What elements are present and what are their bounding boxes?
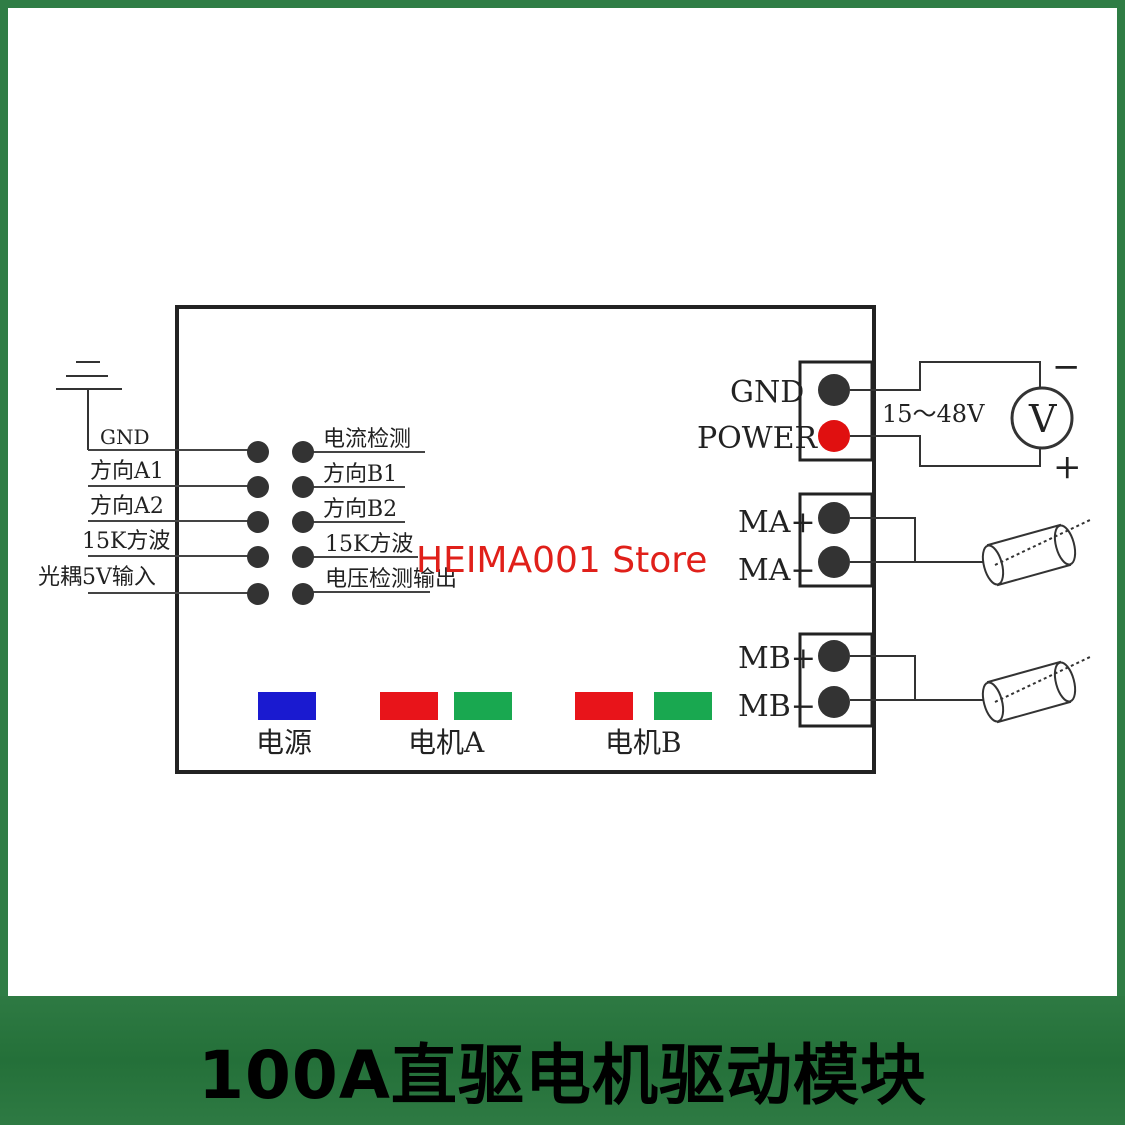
diagram-frame (8, 8, 1117, 996)
pin-dot (292, 546, 314, 568)
title-banner (0, 996, 1125, 1125)
motor-b-icon (981, 656, 1091, 724)
mb-plus-label: MB+ (738, 641, 816, 676)
right-pin-label: 电流检测 (323, 427, 411, 452)
ma-minus-label: MA− (738, 553, 816, 588)
pin-dot (247, 546, 269, 568)
power-label: POWER (697, 421, 819, 456)
supply-voltage-label: 15～48V (882, 400, 985, 428)
negative-sign: − (1052, 347, 1081, 387)
motor-a-led-red (380, 692, 438, 720)
power-terminal-pin (818, 420, 850, 452)
ground-symbol (56, 361, 122, 450)
motor-b-led-label: 电机B (605, 726, 682, 759)
voltmeter-icon (1010, 386, 1074, 450)
store-watermark: HEIMA001 Store (416, 540, 708, 581)
mb-minus-label: MB− (738, 689, 816, 724)
left-pin-label: GND (100, 425, 150, 449)
right-pin-label: 15K方波 (325, 532, 413, 557)
pin-dot (247, 583, 269, 605)
left-pin-label: 15K方波 (82, 529, 170, 554)
left-pin-label: 方向A1 (90, 459, 164, 484)
module-body (175, 305, 876, 774)
pin-dot (247, 511, 269, 533)
pin-dot (247, 476, 269, 498)
left-pin-label: 方向A2 (90, 494, 164, 519)
right-pin-label: 方向B2 (323, 497, 397, 522)
mb-plus-terminal (818, 640, 850, 672)
pin-dot (292, 583, 314, 605)
gnd-terminal (818, 374, 850, 406)
gnd-label: GND (730, 375, 804, 410)
banner-title: 100A直驱电机驱动模块 (198, 1037, 927, 1114)
motor-b-led-green (654, 692, 712, 720)
right-pin-label: 电压检测输出 (325, 567, 457, 592)
pin-dot (292, 441, 314, 463)
pin-dot (247, 441, 269, 463)
power-led-label: 电源 (256, 726, 312, 759)
motor-a-led-label: 电机A (408, 726, 485, 759)
ma-plus-terminal (818, 502, 850, 534)
power-led (258, 692, 316, 720)
pin-dot (292, 476, 314, 498)
motor-a-icon (981, 519, 1091, 587)
mb-minus-terminal (818, 686, 850, 718)
voltmeter-symbol: V (1028, 397, 1057, 441)
pin-dot (292, 511, 314, 533)
motor-b-led-red (575, 692, 633, 720)
wiring-diagram: GND 方向A1 方向A2 15K方波 光耦5V输入 电流检测 方向B1 方向B… (38, 305, 1091, 774)
ma-plus-label: MA+ (738, 505, 816, 540)
ma-minus-terminal (818, 546, 850, 578)
positive-sign: + (1053, 447, 1082, 487)
motor-a-led-green (454, 692, 512, 720)
left-pin-label: 光耦5V输入 (38, 565, 156, 590)
right-pin-label: 方向B1 (323, 462, 397, 487)
